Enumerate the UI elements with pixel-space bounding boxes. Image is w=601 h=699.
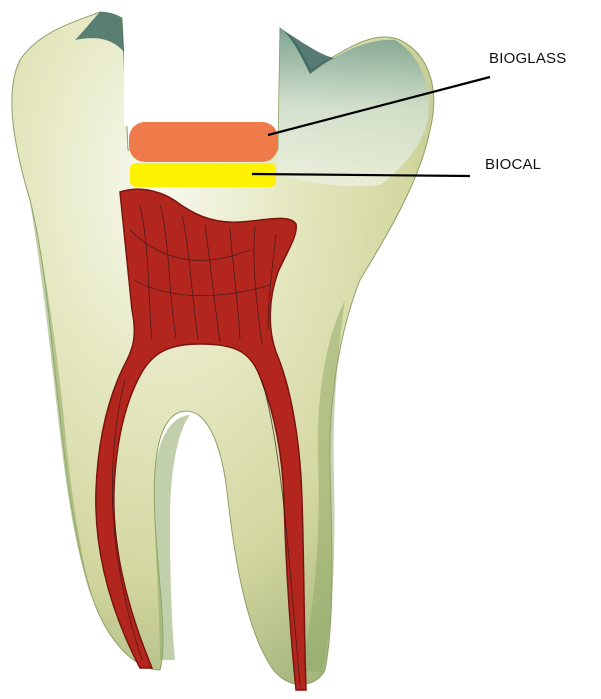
root-gap-shadow bbox=[154, 415, 190, 660]
cavity-preparation bbox=[124, 14, 278, 126]
bioglass-label: BIOGLASS bbox=[489, 50, 566, 67]
bioglass-layer bbox=[129, 122, 278, 162]
biocal-label: BIOCAL bbox=[485, 156, 541, 173]
